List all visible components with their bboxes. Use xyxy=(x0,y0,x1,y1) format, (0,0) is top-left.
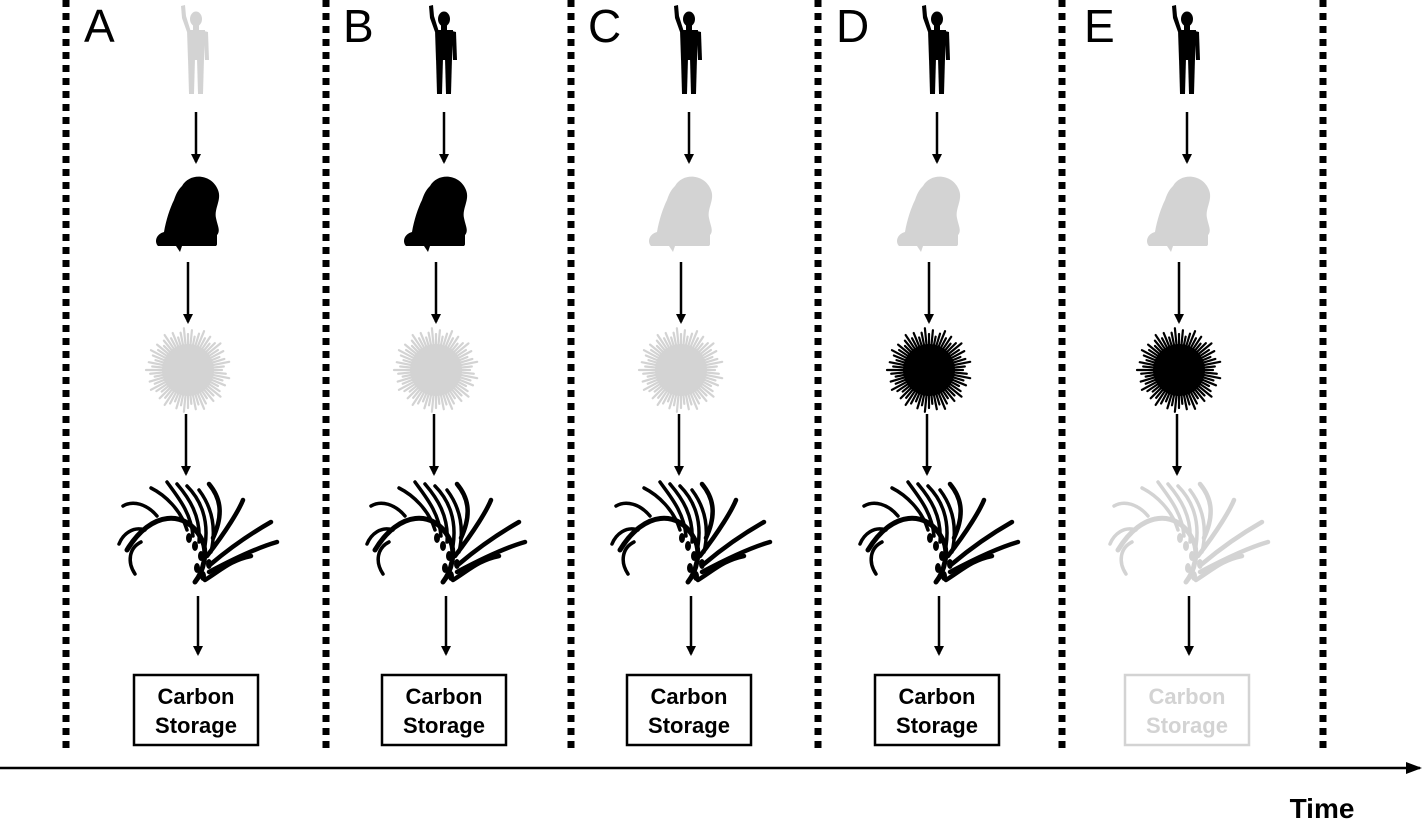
sea-otter-icon xyxy=(156,176,220,252)
human-silhouette-icon xyxy=(674,5,702,94)
carbon-storage-label-line2: Storage xyxy=(403,713,485,738)
sea-urchin-icon xyxy=(1135,327,1222,413)
time-axis-label: Time xyxy=(1290,793,1355,823)
carbon-storage-box xyxy=(132,673,260,747)
sea-urchin-icon xyxy=(144,327,231,413)
carbon-storage-label-line1: Carbon xyxy=(899,684,976,709)
sea-otter-icon xyxy=(1147,176,1211,252)
carbon-storage-box xyxy=(873,673,1001,747)
kelp-icon xyxy=(117,480,280,585)
kelp-icon xyxy=(365,480,528,585)
panel-letter: E xyxy=(1084,0,1115,52)
carbon-storage-label-line1: Carbon xyxy=(158,684,235,709)
sea-otter-icon xyxy=(897,176,961,252)
sea-otter-icon xyxy=(649,176,713,252)
carbon-storage-label-line2: Storage xyxy=(896,713,978,738)
human-silhouette-icon xyxy=(429,5,457,94)
kelp-icon xyxy=(858,480,1021,585)
panel-dividers xyxy=(62,0,1327,752)
carbon-storage-label-line2: Storage xyxy=(1146,713,1228,738)
sea-urchin-icon xyxy=(392,327,479,413)
sea-urchin-icon xyxy=(637,327,724,413)
panel-letter: A xyxy=(84,0,115,52)
human-silhouette-icon xyxy=(922,5,950,94)
carbon-storage-label-line2: Storage xyxy=(648,713,730,738)
carbon-storage-box xyxy=(380,673,508,747)
human-silhouette-icon xyxy=(181,5,209,94)
kelp-icon xyxy=(610,480,773,585)
human-silhouette-icon xyxy=(1172,5,1200,94)
panel-letter: B xyxy=(343,0,374,52)
panel-letter: D xyxy=(836,0,869,52)
carbon-storage-label-line2: Storage xyxy=(155,713,237,738)
sea-urchin-icon xyxy=(885,327,972,413)
carbon-storage-box xyxy=(625,673,753,747)
carbon-storage-label-line1: Carbon xyxy=(651,684,728,709)
carbon-storage-label-line1: Carbon xyxy=(1149,684,1226,709)
sea-otter-icon xyxy=(404,176,468,252)
carbon-storage-box xyxy=(1123,673,1251,747)
kelp-icon xyxy=(1108,480,1271,585)
panel-letter: C xyxy=(588,0,621,52)
carbon-storage-label-line1: Carbon xyxy=(406,684,483,709)
